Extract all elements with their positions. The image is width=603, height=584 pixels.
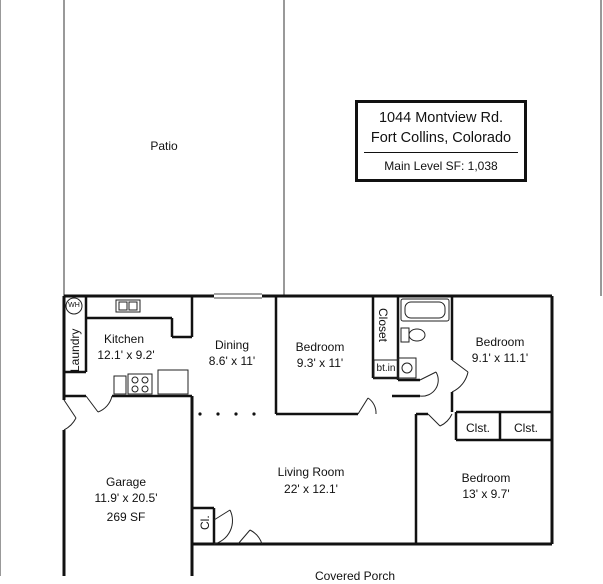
porch-label: Covered Porch — [314, 569, 396, 583]
living-room-dims: 22' x 12.1' — [284, 482, 338, 496]
address-line-2: Fort Collins, Colorado — [370, 130, 512, 146]
square-footage: Main Level SF: 1,038 — [384, 159, 498, 173]
builtin-cabinet — [373, 359, 399, 379]
kitchen-label: Kitchen — [103, 332, 145, 346]
bedroom-3-dims: 13' x 9.7' — [462, 487, 510, 501]
kitchen-dims: 12.1' x 9.2' — [97, 348, 155, 362]
sink-icon — [115, 299, 141, 313]
open-wall-marker — [198, 412, 256, 416]
builtin-label: bt.in — [376, 363, 396, 374]
title-block: 1044 Montview Rd. Fort Collins, Colorado… — [355, 100, 527, 182]
refrigerator-icon — [113, 369, 189, 395]
laundry-label: Laundry — [68, 328, 82, 372]
patio-sliding-door — [214, 293, 262, 299]
water-heater-icon — [65, 297, 83, 315]
water-heater-label: WH — [68, 302, 80, 309]
exterior-walls — [62, 294, 554, 576]
patio-label: Patio — [150, 139, 178, 153]
door-swings — [63, 359, 469, 545]
dining-dims: 8.6' x 11' — [208, 354, 256, 368]
bedroom-2-label: Bedroom — [475, 335, 525, 349]
title-divider — [364, 152, 518, 153]
bedroom-1-label: Bedroom — [295, 340, 345, 354]
bedroom-1-dims: 9.3' x 11' — [296, 356, 344, 370]
small-closet-label: Cl. — [198, 515, 212, 530]
bedroom-3-label: Bedroom — [461, 471, 511, 485]
closet-label: Closet — [376, 308, 390, 343]
bathtub-icon — [400, 298, 450, 322]
closet-3-label: Clst. — [514, 421, 538, 435]
bath-sink-icon — [397, 357, 417, 379]
closet-2-label: Clst. — [466, 421, 490, 435]
toilet-icon — [400, 327, 426, 343]
dining-label: Dining — [214, 338, 250, 352]
garage-label: Garage — [105, 475, 147, 489]
living-room-label: Living Room — [277, 465, 345, 479]
address-line-1: 1044 Montview Rd. — [378, 110, 504, 126]
stove-icon — [127, 373, 153, 395]
garage-dims: 11.9' x 20.5' — [94, 491, 158, 505]
garage-area: 269 SF — [106, 510, 146, 524]
interior-walls — [64, 296, 552, 544]
bedroom-2-dims: 9.1' x 11.1' — [471, 351, 529, 365]
